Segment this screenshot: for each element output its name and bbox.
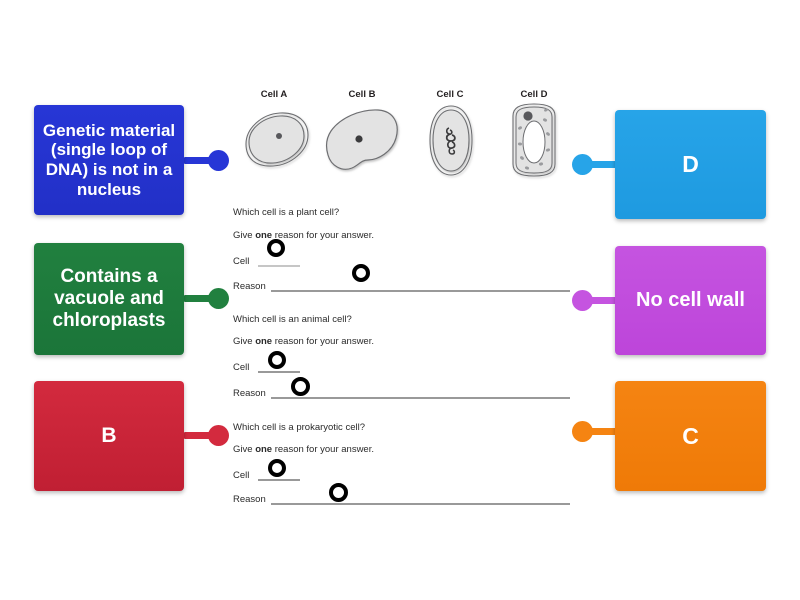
drop-target-marker[interactable] bbox=[268, 459, 286, 477]
connector-stem bbox=[184, 157, 212, 164]
connector-knob[interactable] bbox=[572, 290, 593, 311]
svg-text:Give one reason for your answe: Give one reason for your answer. bbox=[233, 230, 374, 241]
label-box-d[interactable]: D bbox=[615, 110, 766, 219]
svg-text:Which cell is a prokaryotic ce: Which cell is a prokaryotic cell? bbox=[233, 422, 365, 433]
drop-target-marker[interactable] bbox=[329, 483, 348, 502]
connector-b[interactable] bbox=[184, 425, 229, 446]
svg-text:Cell: Cell bbox=[233, 362, 249, 373]
svg-text:Cell A: Cell A bbox=[261, 89, 288, 100]
connector-stem bbox=[589, 297, 617, 304]
label-box-text: D bbox=[682, 151, 699, 178]
svg-text:Give one reason for your answe: Give one reason for your answer. bbox=[233, 444, 374, 455]
connector-knob[interactable] bbox=[208, 288, 229, 309]
drop-target-marker[interactable] bbox=[291, 377, 310, 396]
connector-stem bbox=[184, 432, 212, 439]
label-box-c[interactable]: C bbox=[615, 381, 766, 491]
label-box-text: C bbox=[682, 422, 699, 449]
label-box-vacuole-chloroplasts[interactable]: Contains a vacuole and chloroplasts bbox=[34, 243, 184, 355]
svg-text:Reason: Reason bbox=[233, 388, 266, 399]
svg-text:Which cell is a plant cell?: Which cell is a plant cell? bbox=[233, 207, 339, 218]
svg-text:Reason: Reason bbox=[233, 494, 266, 505]
connector-genetic[interactable] bbox=[184, 150, 229, 171]
connector-knob[interactable] bbox=[572, 154, 593, 175]
connector-knob[interactable] bbox=[572, 421, 593, 442]
connector-knob[interactable] bbox=[208, 150, 229, 171]
svg-text:Cell B: Cell B bbox=[349, 89, 376, 100]
drop-target-marker[interactable] bbox=[352, 264, 370, 282]
label-box-text: Contains a vacuole and chloroplasts bbox=[52, 265, 166, 332]
label-box-genetic-material[interactable]: Genetic material (single loop of DNA) is… bbox=[34, 105, 184, 215]
svg-text:Cell C: Cell C bbox=[437, 89, 464, 100]
label-box-text: Genetic material (single loop of DNA) is… bbox=[42, 120, 176, 199]
label-box-text: No cell wall bbox=[636, 288, 745, 311]
worksheet-image: Cell A Cell B Cell C Cell D bbox=[228, 82, 576, 507]
svg-text:Reason: Reason bbox=[233, 281, 266, 292]
connector-stem bbox=[589, 161, 617, 168]
label-box-no-cell-wall[interactable]: No cell wall bbox=[615, 246, 766, 355]
svg-text:Give one reason for your answe: Give one reason for your answer. bbox=[233, 336, 374, 347]
svg-text:Which cell is an animal cell?: Which cell is an animal cell? bbox=[233, 314, 352, 325]
connector-nowall[interactable] bbox=[572, 290, 617, 311]
svg-text:Cell D: Cell D bbox=[521, 89, 548, 100]
connector-d[interactable] bbox=[572, 154, 617, 175]
label-box-b[interactable]: B bbox=[34, 381, 184, 491]
connector-stem bbox=[184, 295, 212, 302]
svg-text:Cell: Cell bbox=[233, 256, 249, 267]
drop-target-marker[interactable] bbox=[267, 239, 285, 257]
svg-text:Cell: Cell bbox=[233, 470, 249, 481]
connector-c[interactable] bbox=[572, 421, 617, 442]
drop-target-marker[interactable] bbox=[268, 351, 286, 369]
connector-vacuole[interactable] bbox=[184, 288, 229, 309]
label-box-text: B bbox=[101, 423, 117, 447]
connector-stem bbox=[589, 428, 617, 435]
connector-knob[interactable] bbox=[208, 425, 229, 446]
